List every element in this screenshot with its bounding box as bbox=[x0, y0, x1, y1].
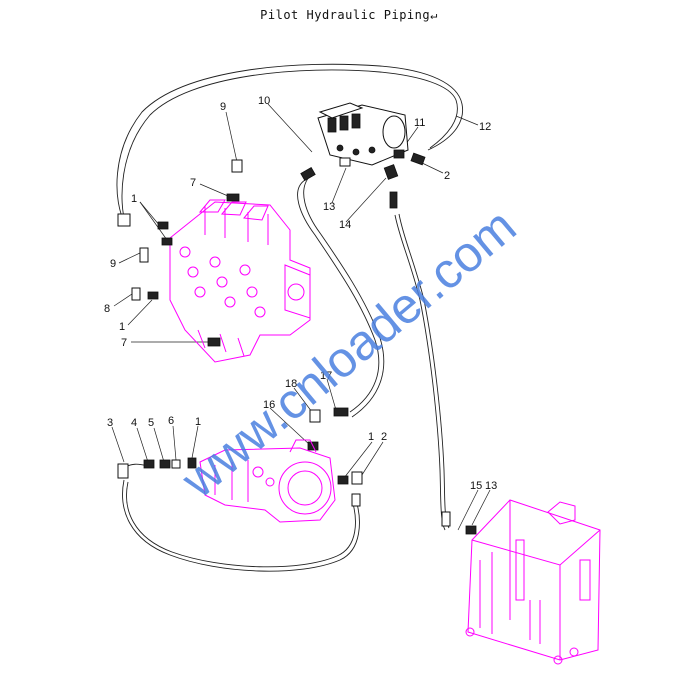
callout-1-valve-a: 1 bbox=[131, 193, 137, 205]
fitting-1-left-b bbox=[161, 237, 173, 246]
fitting-13-top bbox=[339, 157, 351, 167]
fitting-3 bbox=[117, 463, 129, 479]
callout-9-top: 9 bbox=[220, 101, 226, 113]
callout-labels: 9 10 11 12 7 2 13 14 1 9 8 1 7 17 18 16 … bbox=[104, 95, 497, 492]
fitting-7-top bbox=[226, 193, 240, 202]
callout-1-valve-b: 1 bbox=[119, 321, 125, 333]
hydraulic-tank bbox=[465, 499, 601, 665]
pilot-control-valve bbox=[317, 102, 409, 166]
callout-10: 10 bbox=[258, 95, 270, 107]
fitting-18 bbox=[309, 409, 321, 423]
fitting-2-top bbox=[410, 152, 426, 166]
callout-7-top: 7 bbox=[190, 177, 196, 189]
callout-6: 6 bbox=[168, 415, 174, 427]
fitting-2-right bbox=[351, 471, 363, 485]
callout-2-top: 2 bbox=[444, 170, 450, 182]
pipe-10-to-17 bbox=[297, 179, 380, 413]
fitting-4 bbox=[143, 459, 155, 469]
pipe-top-loop-inner bbox=[116, 63, 464, 227]
fitting-pipe-end-left bbox=[117, 213, 131, 227]
callout-11: 11 bbox=[414, 117, 425, 129]
fitting-8 bbox=[131, 287, 141, 301]
hydraulic-pump bbox=[199, 439, 336, 523]
callout-5: 5 bbox=[148, 417, 154, 429]
callout-17: 17 bbox=[320, 370, 332, 382]
fitting-17 bbox=[333, 407, 349, 417]
callout-16: 16 bbox=[263, 399, 275, 411]
fitting-7-bottom bbox=[207, 337, 221, 347]
callout-1-pump: 1 bbox=[195, 416, 201, 428]
fitting-13-tank bbox=[465, 525, 477, 535]
fitting-1-right bbox=[337, 475, 349, 485]
fitting-10 bbox=[300, 166, 316, 182]
fittings bbox=[117, 149, 477, 535]
fitting-14 bbox=[383, 164, 399, 180]
callout-18: 18 bbox=[285, 378, 297, 390]
callout-8: 8 bbox=[104, 303, 110, 315]
callout-14: 14 bbox=[339, 219, 351, 231]
fitting-1-left-a bbox=[157, 221, 169, 230]
fitting-15 bbox=[441, 511, 451, 527]
pipe-14-to-tank-b bbox=[398, 213, 450, 529]
callout-13-tank: 13 bbox=[485, 480, 497, 492]
fitting-11 bbox=[393, 149, 405, 159]
pipe-bottom-loop-b bbox=[126, 481, 356, 568]
pipe-lines bbox=[116, 63, 464, 572]
fitting-2-bottom bbox=[351, 493, 361, 507]
fitting-9-left bbox=[139, 247, 149, 263]
callout-3: 3 bbox=[107, 417, 113, 429]
callout-13-top: 13 bbox=[323, 201, 335, 213]
pipe-14-to-tank bbox=[394, 214, 446, 531]
fitting-1-pump bbox=[187, 457, 197, 469]
diagram-title: Pilot Hydraulic Piping↵ bbox=[0, 8, 698, 22]
callout-9-left: 9 bbox=[110, 258, 116, 270]
fitting-5 bbox=[159, 459, 171, 469]
callout-2-right: 2 bbox=[381, 431, 387, 443]
fitting-6 bbox=[171, 459, 181, 469]
multi-way-control-valve bbox=[169, 199, 311, 363]
fitting-9-top bbox=[231, 159, 243, 173]
callout-4: 4 bbox=[131, 417, 137, 429]
fitting-1-left-c bbox=[147, 291, 159, 300]
watermark-text: www.cnloader.com bbox=[170, 198, 526, 509]
diagram-title-text: Pilot Hydraulic Piping↵ bbox=[260, 8, 438, 22]
pipe-top-loop bbox=[121, 69, 458, 227]
callout-1-right: 1 bbox=[368, 431, 374, 443]
callout-15: 15 bbox=[470, 480, 482, 492]
callout-12: 12 bbox=[479, 121, 491, 133]
pipe-10-to-17-b bbox=[303, 175, 385, 418]
callout-7-bottom: 7 bbox=[121, 337, 127, 349]
pipe-bottom-loop bbox=[122, 479, 360, 572]
fitting-tank-line bbox=[389, 191, 398, 209]
